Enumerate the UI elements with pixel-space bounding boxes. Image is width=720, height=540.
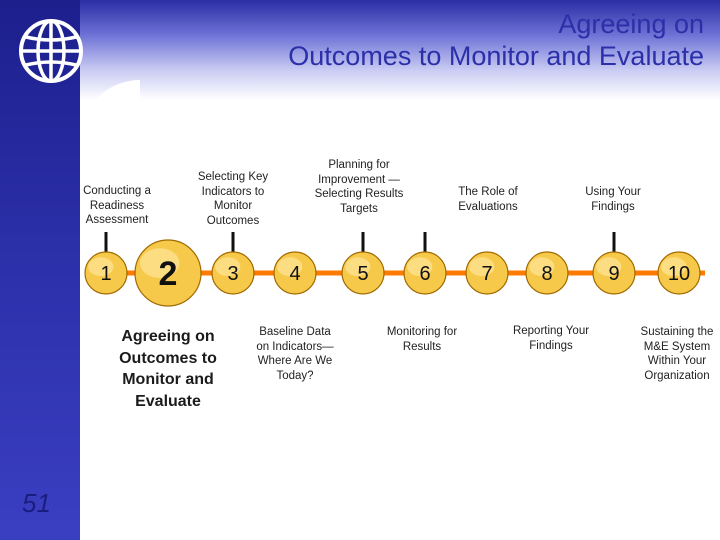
- step-2-node-highlight: [139, 248, 180, 278]
- step-1-number: 1: [100, 263, 111, 285]
- title-line-2: Outcomes to Monitor and Evaluate: [288, 41, 704, 71]
- step-9-label: Using Your Findings: [585, 186, 641, 213]
- step-5-node-highlight: [345, 257, 371, 277]
- step-4-node-highlight: [277, 257, 303, 277]
- page-title: Agreeing on Outcomes to Monitor and Eval…: [244, 8, 704, 72]
- step-10-label: Sustaining the M&E System Within Your Or…: [640, 326, 714, 382]
- step-3-node-highlight: [215, 257, 241, 277]
- step-6-label: The Role of Evaluations: [458, 186, 518, 213]
- step-6-number: 6: [419, 263, 430, 285]
- step-9-number: 9: [608, 263, 619, 285]
- step-3-label: Selecting Key Indicators to Monitor Outc…: [197, 171, 269, 227]
- step-5-number: 5: [357, 263, 368, 285]
- title-line-1: Agreeing on: [558, 9, 704, 39]
- step-1-node-highlight: [88, 257, 114, 277]
- step-2-number: 2: [159, 255, 178, 293]
- step-8-node-highlight: [529, 257, 555, 277]
- step-7-number: 7: [481, 263, 492, 285]
- step-2-label: Agreeing on Outcomes to Monitor and Eval…: [119, 328, 217, 410]
- header-band: [80, 0, 720, 100]
- step-4-label: Baseline Data on Indicators— Where Are W…: [256, 326, 334, 382]
- step-10-node-highlight: [661, 257, 687, 277]
- page-number: 51: [22, 488, 51, 518]
- step-3-number: 3: [227, 263, 238, 285]
- step-6-node-highlight: [407, 257, 433, 277]
- left-sidebar-band: [0, 0, 80, 540]
- step-7-label: Monitoring for Results: [386, 326, 458, 353]
- step-8-label: Reporting Your Findings: [512, 325, 590, 352]
- step-1-label: Conducting a Readiness Assessment: [83, 185, 151, 226]
- step-4-number: 4: [289, 263, 300, 285]
- timeline-nodes: 1 2 3 4 5 6 7 8 9 10: [84, 239, 701, 307]
- globe-icon: [19, 19, 83, 83]
- step-8-number: 8: [541, 263, 552, 285]
- step-9-node-highlight: [596, 257, 622, 277]
- step-10-number: 10: [668, 263, 690, 285]
- step-7-node-highlight: [469, 257, 495, 277]
- step-5-label: Planning for Improvement — Selecting Res…: [314, 159, 404, 215]
